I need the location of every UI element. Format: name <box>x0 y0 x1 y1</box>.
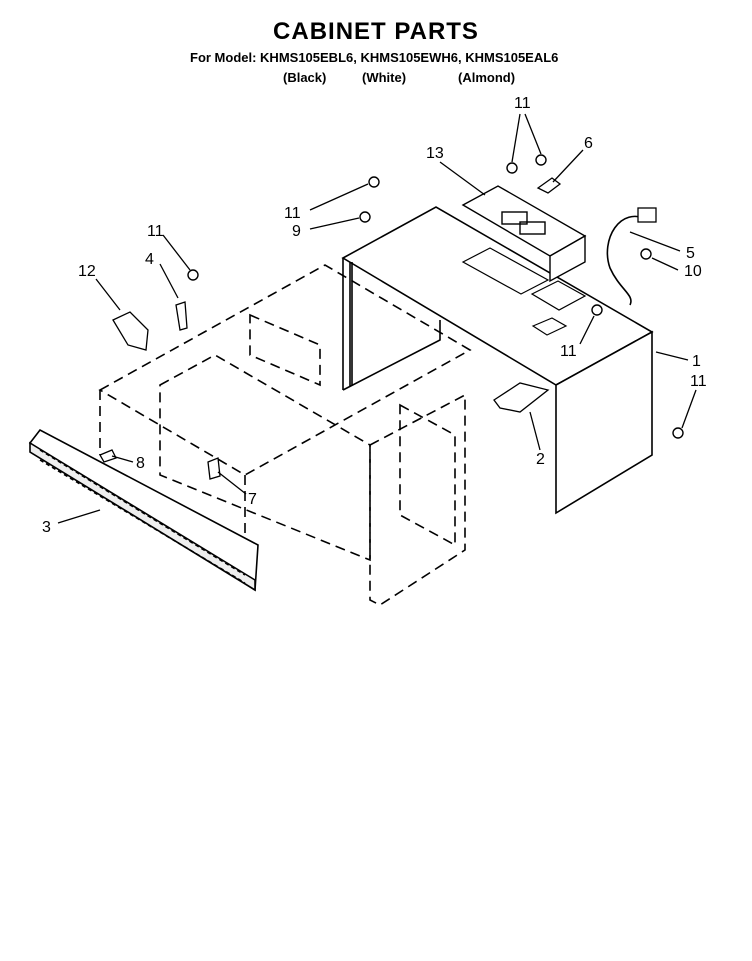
cavity-liner <box>98 264 472 606</box>
cabinet-wrapper <box>341 206 654 515</box>
color-almond: (Almond) <box>458 70 516 85</box>
callout-11b: 11 <box>284 205 301 222</box>
model-list: For Model: KHMS105EBL6, KHMS105EWH6, KHM… <box>190 50 559 65</box>
callout-1: 1 <box>692 353 701 370</box>
callout-2: 2 <box>536 451 545 468</box>
clip-7 <box>207 457 221 480</box>
callout-5: 5 <box>686 245 695 262</box>
callout-9: 9 <box>292 223 301 240</box>
callout-10: 10 <box>684 263 702 280</box>
callout-4: 4 <box>145 251 154 268</box>
color-black: (Black) <box>283 70 327 85</box>
power-cord <box>606 215 649 306</box>
callout-labels: 11 6 13 11 9 5 10 11 4 12 11 1 11 8 2 7 … <box>42 95 707 536</box>
front-grille <box>28 428 259 592</box>
top-plate-2 <box>530 280 587 311</box>
top-vent-cutout <box>531 317 568 336</box>
callout-6: 6 <box>584 135 593 152</box>
color-white: (White) <box>362 70 407 85</box>
callout-11d: 11 <box>147 223 164 240</box>
callout-11c: 11 <box>560 343 577 360</box>
callout-11a: 11 <box>514 95 531 112</box>
top-plate <box>461 247 550 295</box>
vent-cover <box>461 185 587 283</box>
callout-13: 13 <box>426 145 444 162</box>
bracket-4 <box>175 301 188 331</box>
bracket-12 <box>112 311 149 351</box>
callout-7: 7 <box>248 491 257 508</box>
page-title: CABINET PARTS <box>273 18 479 45</box>
bracket-2 <box>493 382 550 413</box>
callout-11e: 11 <box>690 373 707 390</box>
callout-12: 12 <box>78 263 96 280</box>
callout-8: 8 <box>136 455 145 472</box>
leader-lines <box>57 113 697 524</box>
bracket-6 <box>536 177 562 194</box>
callout-3: 3 <box>42 519 51 536</box>
screws <box>187 154 684 439</box>
clip-8 <box>99 449 117 463</box>
